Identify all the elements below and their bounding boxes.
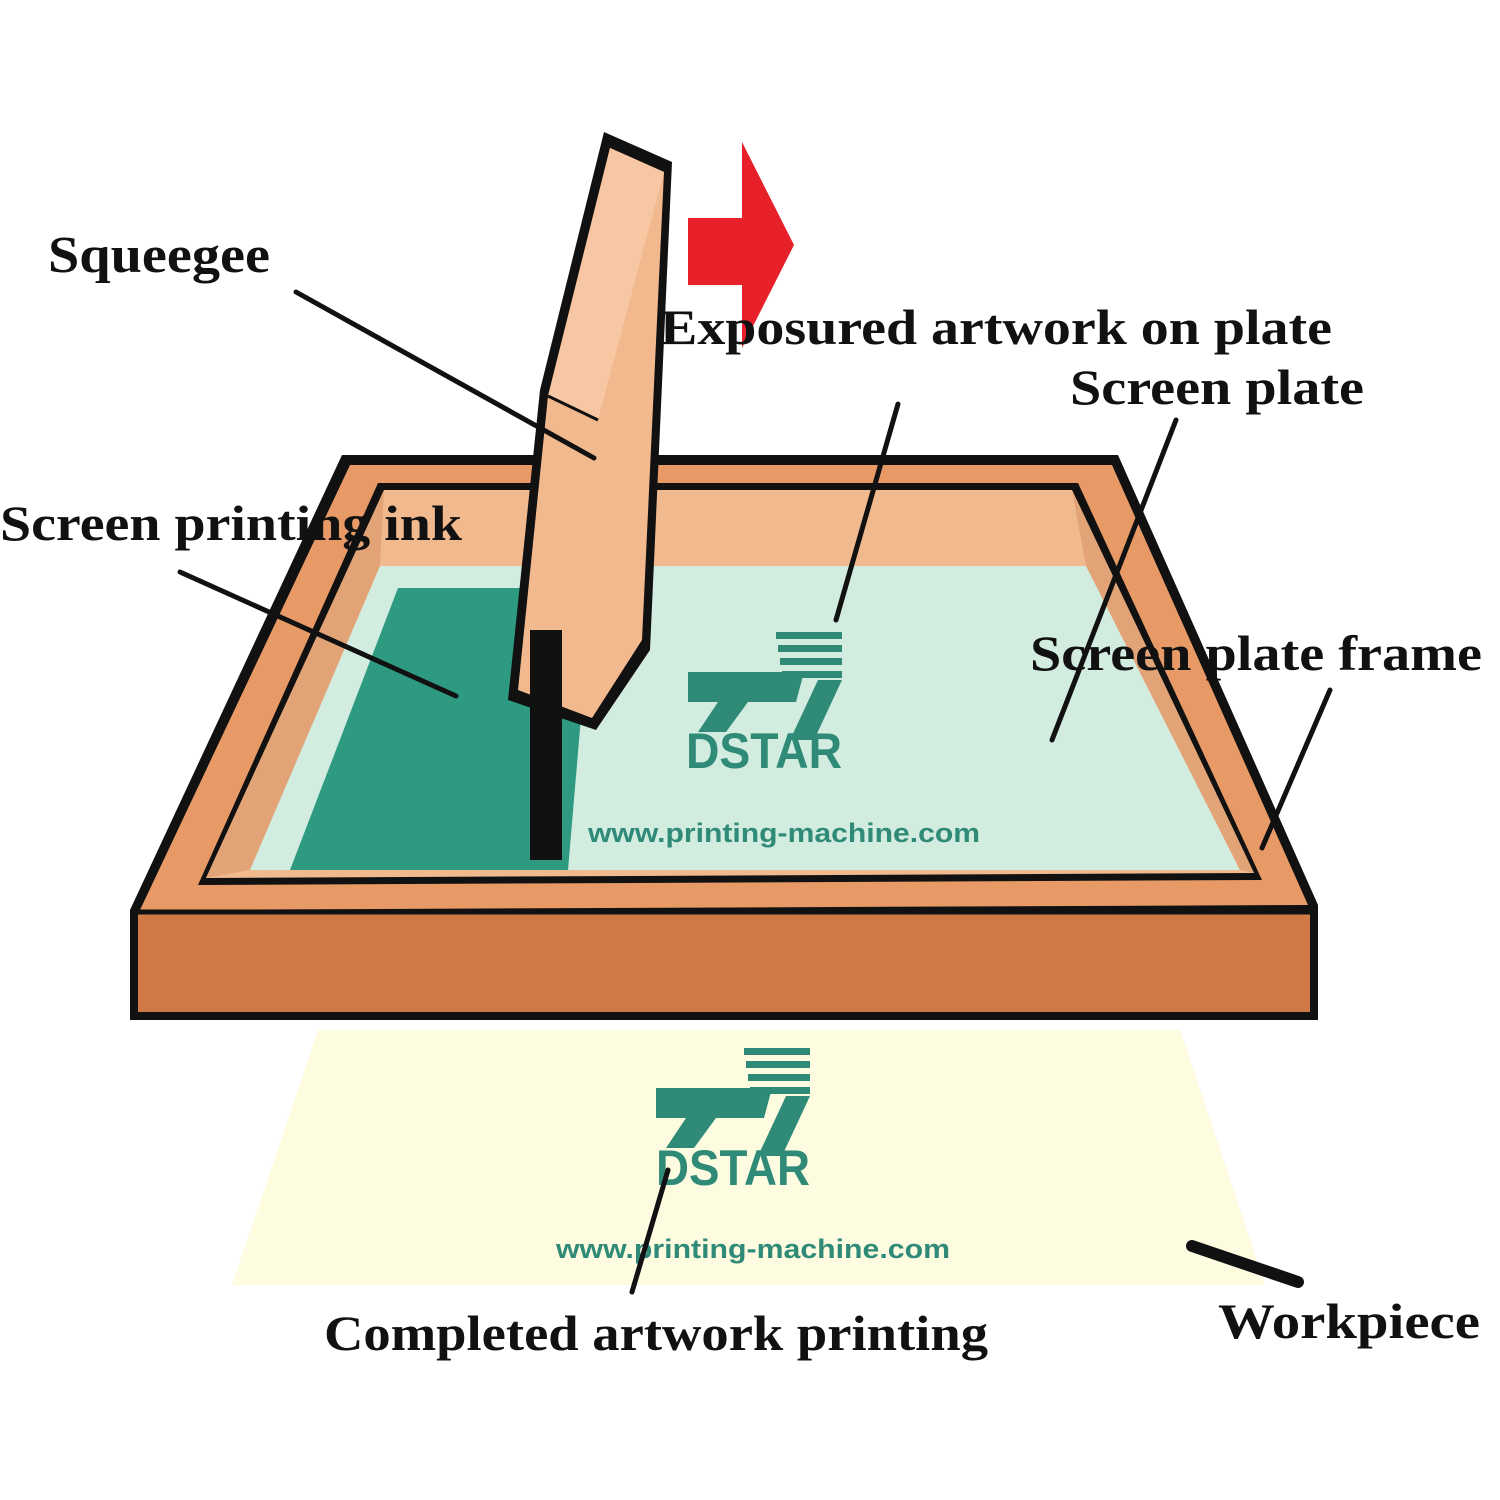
leader-lines <box>177 289 1333 1295</box>
dstar-logo-icon <box>656 1048 810 1156</box>
frame-inner-left-wall <box>206 490 384 878</box>
label-workpiece: Workpiece <box>1218 1293 1480 1349</box>
leader-workpiece <box>1186 1240 1304 1288</box>
squeegee <box>508 132 672 860</box>
leader-screen-printing-ink <box>177 569 459 699</box>
leader-completed-artwork <box>629 1167 671 1295</box>
leader-screen-plate <box>1049 417 1179 743</box>
frame-front-face <box>138 912 1310 1012</box>
leader-screen-plate-frame <box>1259 687 1333 851</box>
watermark-url: www.printing-machine.com <box>555 1234 950 1264</box>
workpiece-sheet <box>232 1030 1265 1285</box>
squeegee-blade <box>530 630 562 860</box>
label-screen-plate-frame: Screen plate frame <box>1030 625 1482 681</box>
label-screen-plate: Screen plate <box>1070 359 1364 415</box>
watermark-url: www.printing-machine.com <box>587 818 980 848</box>
watermark-brand: DSTAR <box>686 723 842 779</box>
frame-inner-right-wall <box>1072 490 1254 873</box>
leader-exposured-artwork <box>833 401 901 623</box>
label-exposured-artwork: Exposured artwork on plate <box>660 299 1332 355</box>
red-arrow-right-icon <box>688 142 794 348</box>
label-completed-artwork: Completed artwork printing <box>324 1305 988 1361</box>
dstar-logo-icon <box>688 632 842 740</box>
label-screen-printing-ink: Screen printing ink <box>0 495 462 551</box>
watermark-brand: DSTAR <box>656 1140 810 1196</box>
leader-squeegee <box>293 289 597 461</box>
label-squeegee: Squeegee <box>48 227 270 284</box>
